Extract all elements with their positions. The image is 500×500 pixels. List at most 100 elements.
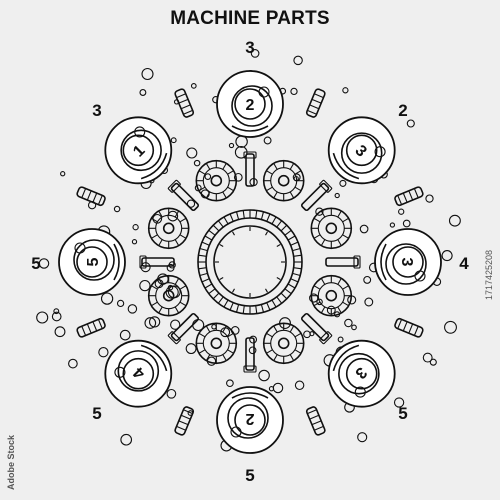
center-tooth bbox=[198, 254, 207, 257]
outer-label-left: 5 bbox=[31, 254, 41, 273]
bubble bbox=[190, 83, 197, 89]
bubble bbox=[170, 319, 181, 330]
gear-hub bbox=[210, 337, 223, 350]
bolt-icon bbox=[76, 186, 106, 207]
bubble bbox=[398, 208, 405, 215]
center-tooth bbox=[271, 299, 277, 308]
piston-rod bbox=[141, 257, 175, 267]
gear-tooth bbox=[205, 354, 211, 361]
gear-tooth bbox=[342, 285, 349, 290]
outer-label-right: 4 bbox=[459, 254, 469, 273]
center-tooth bbox=[204, 235, 213, 241]
gear-tooth bbox=[313, 285, 321, 290]
bubble bbox=[119, 329, 131, 341]
center-tooth bbox=[201, 241, 210, 246]
piston-head bbox=[167, 179, 181, 193]
disc-outer bbox=[327, 339, 396, 408]
piston-icon bbox=[300, 312, 333, 345]
bubble bbox=[425, 194, 434, 203]
disc-knob bbox=[414, 270, 426, 282]
number-disc: 5 bbox=[58, 228, 126, 296]
gear-inner bbox=[317, 282, 345, 310]
disc-shadow-arc bbox=[140, 344, 168, 372]
disc-ring bbox=[231, 85, 273, 127]
bubble bbox=[441, 250, 453, 262]
disc-outer bbox=[327, 116, 396, 185]
center-tooth bbox=[242, 210, 245, 219]
gear-tooth bbox=[158, 239, 163, 246]
gear-hub bbox=[277, 174, 290, 187]
disc-shadow-arc bbox=[332, 344, 360, 372]
gear-tooth bbox=[222, 354, 227, 361]
gear-hub bbox=[277, 337, 290, 350]
bubble bbox=[54, 326, 66, 338]
bubble bbox=[98, 347, 109, 358]
center-tooth bbox=[260, 304, 265, 313]
disc-knob bbox=[230, 426, 242, 438]
center-tooth bbox=[287, 283, 296, 289]
disc-number: 5 bbox=[85, 257, 102, 266]
disc-ring bbox=[338, 352, 380, 395]
gear-tooth bbox=[266, 170, 273, 175]
bubble bbox=[363, 275, 372, 284]
bolt-thread bbox=[176, 93, 193, 115]
gear-icon bbox=[262, 322, 305, 365]
gear-tooth bbox=[273, 325, 278, 333]
disc-ring-inner bbox=[234, 88, 266, 120]
gear-icon bbox=[310, 207, 353, 250]
disc-shadow-arc bbox=[113, 243, 120, 281]
bubble bbox=[393, 397, 405, 408]
bubble bbox=[316, 298, 323, 306]
bubble bbox=[233, 172, 243, 182]
disc-knob bbox=[134, 126, 146, 138]
center-tooth bbox=[293, 254, 302, 257]
center-tooth bbox=[223, 216, 229, 225]
center-tooth bbox=[266, 302, 271, 311]
bolt-body bbox=[174, 406, 195, 436]
disc-ring bbox=[120, 129, 162, 172]
gear-tooth bbox=[198, 186, 206, 192]
gear-hub bbox=[162, 289, 175, 302]
gear-hub bbox=[325, 289, 338, 302]
center-tooth bbox=[255, 210, 258, 219]
gear-tooth bbox=[266, 332, 273, 338]
piston-icon bbox=[167, 312, 200, 345]
gear-tooth bbox=[320, 239, 326, 246]
center-tooth bbox=[284, 288, 292, 295]
center-tooth bbox=[199, 247, 208, 252]
bubble bbox=[422, 352, 433, 363]
bubble bbox=[309, 293, 319, 303]
outer-label-top: 3 bbox=[245, 38, 255, 57]
bubble bbox=[226, 379, 234, 388]
center-tooth bbox=[201, 278, 210, 283]
center-tooth bbox=[235, 304, 240, 313]
piston-head bbox=[243, 365, 257, 373]
center-tick bbox=[276, 244, 281, 247]
piston-rod bbox=[245, 337, 255, 371]
piston-rod bbox=[170, 312, 200, 342]
bubble bbox=[429, 358, 437, 366]
gear-tooth bbox=[273, 191, 278, 199]
disc-ring-inner bbox=[345, 357, 378, 390]
piston-icon bbox=[139, 255, 175, 269]
parts-ring bbox=[76, 88, 424, 436]
bubble bbox=[167, 210, 179, 222]
bolt-thread bbox=[81, 188, 103, 205]
bubble bbox=[60, 171, 66, 177]
gear-inner bbox=[270, 329, 298, 357]
piston-rod bbox=[300, 312, 330, 342]
bubble bbox=[444, 320, 457, 334]
disc-ring bbox=[227, 397, 269, 439]
gear-tooth bbox=[313, 234, 321, 239]
outer-label-top-left: 3 bbox=[92, 101, 102, 120]
bubble bbox=[263, 136, 272, 145]
center-tooth bbox=[229, 213, 234, 222]
gear-tooth bbox=[320, 278, 326, 285]
bubble bbox=[166, 263, 175, 272]
center-tooth bbox=[229, 302, 234, 311]
disc-knob bbox=[258, 86, 270, 98]
disc-knob bbox=[114, 366, 126, 378]
number-disc: 3 bbox=[374, 228, 442, 296]
center-tooth bbox=[284, 229, 292, 236]
